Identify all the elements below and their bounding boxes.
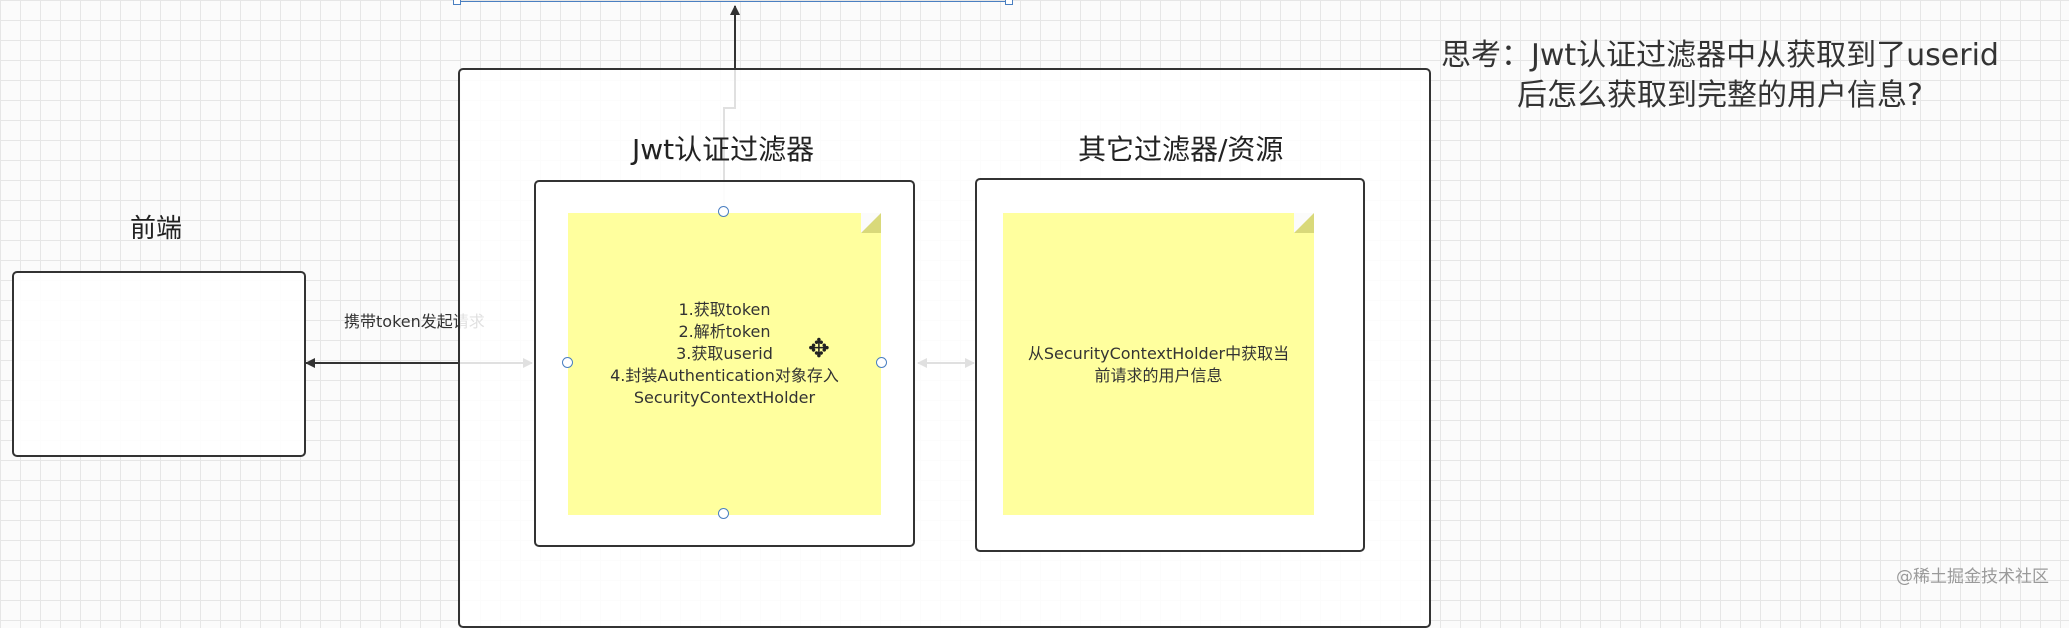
move-cursor-icon: ✥ xyxy=(808,334,830,364)
other-filter-note[interactable]: 从SecurityContextHolder中获取当 前请求的用户信息 xyxy=(1003,213,1314,515)
connection-handle-right[interactable] xyxy=(876,357,887,368)
other-filter-note-text: 从SecurityContextHolder中获取当 前请求的用户信息 xyxy=(1027,344,1290,385)
jwt-filter-note[interactable]: 1.获取token 2.解析token 3.获取userid 4.封装Authe… xyxy=(568,213,881,515)
frontend-box[interactable] xyxy=(12,271,306,457)
request-label: 携带token发起请求 xyxy=(344,312,485,331)
other-filter-title: 其它过滤器/资源 xyxy=(1078,133,1284,166)
question-text: 思考：Jwt认证过滤器中从获取到了userid 后怎么获取到完整的用户信息? xyxy=(1441,38,1999,113)
connection-handle-top[interactable] xyxy=(718,206,729,217)
connection-handle-bottom[interactable] xyxy=(718,508,729,519)
connection-handle-left[interactable] xyxy=(562,357,573,368)
jwt-filter-title: Jwt认证过滤器 xyxy=(632,133,815,166)
watermark: @稀土掘金技术社区 xyxy=(1896,567,2049,587)
frontend-title: 前端 xyxy=(130,214,183,244)
resize-handle-bottom-left[interactable] xyxy=(453,0,461,5)
jwt-filter-steps: 1.获取token 2.解析token 3.获取userid 4.封装Authe… xyxy=(610,300,839,407)
resize-handle-bottom-right[interactable] xyxy=(1005,0,1013,5)
